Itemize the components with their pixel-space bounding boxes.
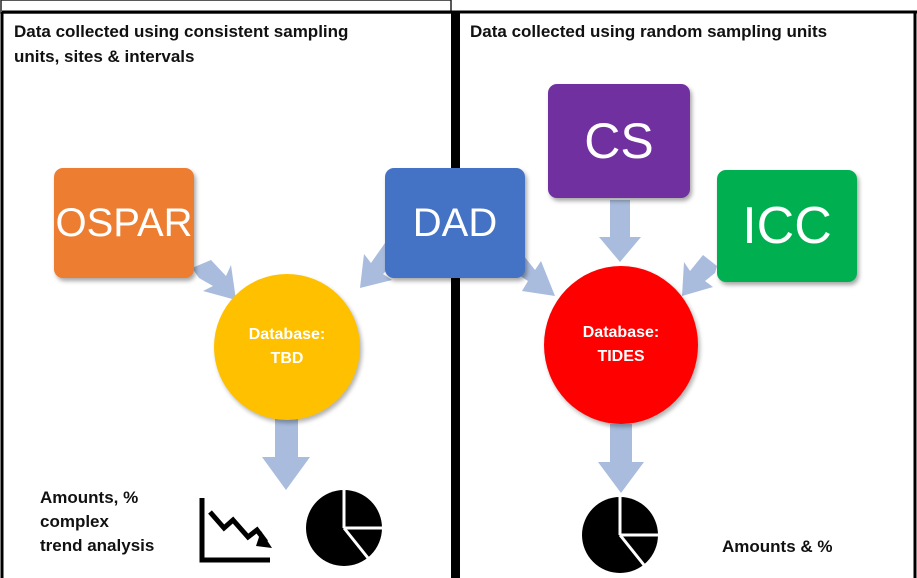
source-box-dad: DAD <box>385 168 525 278</box>
left-output-text: Amounts, % complex trend analysis <box>40 486 200 558</box>
arrow-cs-to-tides <box>599 200 641 262</box>
arrow-tbd-to-output <box>262 418 310 490</box>
left-output-line2: complex <box>40 512 109 531</box>
declining-trend-chart-icon <box>199 498 272 563</box>
source-label-ospar: OSPAR <box>55 200 193 245</box>
pie-chart-icon <box>582 497 658 573</box>
database-circle-tbd: Database: TBD <box>214 274 360 420</box>
database-tbd-line2: TBD <box>270 350 304 367</box>
source-box-ospar: OSPAR <box>54 168 194 278</box>
pie-chart-icon <box>306 490 382 566</box>
center-divider <box>451 12 460 578</box>
source-box-cs: CS <box>548 84 690 198</box>
right-panel-heading: Data collected using random sampling uni… <box>470 22 828 41</box>
left-heading-line1: Data collected using consistent sampling <box>14 22 349 41</box>
right-output-text: Amounts & % <box>722 537 833 556</box>
left-panel-heading: Data collected using consistent sampling… <box>14 19 444 69</box>
left-output-line1: Amounts, % <box>40 488 139 507</box>
database-tides-line1: Database: <box>582 324 660 341</box>
left-output-line3: trend analysis <box>40 536 155 555</box>
arrow-tides-to-output <box>598 424 644 493</box>
source-label-dad: DAD <box>412 200 498 245</box>
left-heading-line2: units, sites & intervals <box>14 47 195 66</box>
flow-arrows <box>192 200 717 493</box>
database-tides-line2: TIDES <box>597 348 645 365</box>
arrow-icc-to-tides <box>682 255 717 296</box>
source-label-icc: ICC <box>742 197 832 255</box>
database-circle-tides: Database: TIDES <box>544 266 698 424</box>
source-box-icc: ICC <box>717 170 857 282</box>
database-tbd-line1: Database: <box>248 326 326 343</box>
arrow-ospar-to-tbd <box>192 260 236 300</box>
source-label-cs: CS <box>584 113 654 169</box>
